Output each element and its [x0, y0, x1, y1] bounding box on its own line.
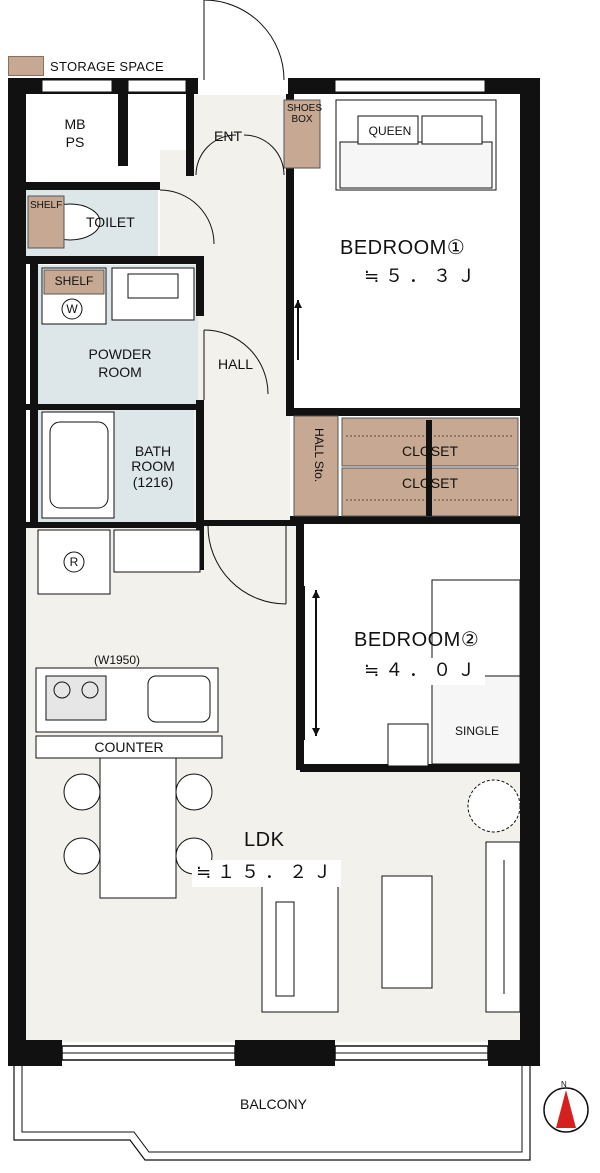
counter-label: COUNTER [94, 739, 164, 755]
wall-bottom-mid [235, 1040, 335, 1066]
ps-label: PS [65, 133, 85, 150]
sofa [261, 885, 339, 1013]
shoes-box [283, 99, 321, 169]
box-label: BOX [291, 113, 313, 125]
entrance-label: ENT [214, 128, 242, 144]
mb-label: MB [64, 116, 86, 132]
single-bed-label: SINGLE [454, 724, 499, 738]
tv-stand [485, 841, 521, 1013]
coffee-table [381, 875, 433, 989]
bath-line2: ROOM [131, 458, 175, 475]
powder-shelf-label: SHELF [54, 274, 94, 288]
bedroom1-label: BEDROOM① [340, 237, 466, 259]
toilet-shelf-label: SHELF [30, 200, 63, 211]
ldk-area: ≒１５．２Ｊ [192, 860, 342, 887]
shoes-box-label: SHOES BOX [287, 103, 323, 125]
washer-circle [61, 298, 83, 320]
floor-mb-ps [24, 95, 118, 165]
powder-room-label: POWDER ROOM [72, 346, 168, 381]
wall-left [8, 78, 26, 1048]
balcony-outline [13, 1066, 531, 1161]
fridge-circle [63, 551, 85, 573]
closet-lower-label: CLOSET [401, 475, 458, 491]
window-ps [127, 79, 187, 93]
window-mb [41, 79, 113, 93]
powder-line1: POWDER [88, 346, 152, 362]
storage-swatch [8, 56, 44, 76]
ldk-label: LDK [244, 829, 285, 851]
shoes-label: SHOES [287, 103, 323, 114]
window-top-bedroom [334, 79, 486, 93]
bath-room-label: BATH ROOM (1216) [120, 443, 186, 490]
powder-line2: ROOM [98, 363, 142, 380]
plant [467, 779, 521, 833]
legend: STORAGE SPACE [8, 56, 164, 76]
floor-entrance [190, 95, 290, 175]
hall-storage [293, 415, 339, 517]
bath-size: (1216) [132, 473, 174, 490]
washer-label: W [66, 302, 78, 316]
fridge-label: R [69, 555, 79, 569]
wall-bottom-left [8, 1040, 62, 1066]
kitchen-width-label: (W1950) [94, 653, 141, 667]
north-arrow-icon [556, 1090, 576, 1128]
bedroom2-area: ≒４．０Ｊ [360, 658, 486, 685]
wall-right [520, 78, 540, 1048]
bath-line1: BATH [134, 443, 172, 459]
toilet-label: TOILET [86, 214, 135, 230]
dining-table [99, 757, 177, 899]
compass-north-label: N [561, 1080, 567, 1089]
legend-label: STORAGE SPACE [50, 58, 164, 74]
bedroom2-label: BEDROOM② [354, 629, 480, 651]
hall-label: HALL [218, 356, 254, 372]
closet-upper-label: CLOSET [401, 443, 458, 459]
mb-ps-label: MB PS [50, 116, 100, 151]
bedroom1-area: ≒５．３Ｊ [360, 264, 486, 291]
hall-storage-label: HALL Sto. [312, 428, 326, 483]
wall-bottom-right [488, 1040, 540, 1066]
balcony-label: BALCONY [240, 1096, 307, 1112]
queen-bed-label: QUEEN [368, 124, 412, 138]
